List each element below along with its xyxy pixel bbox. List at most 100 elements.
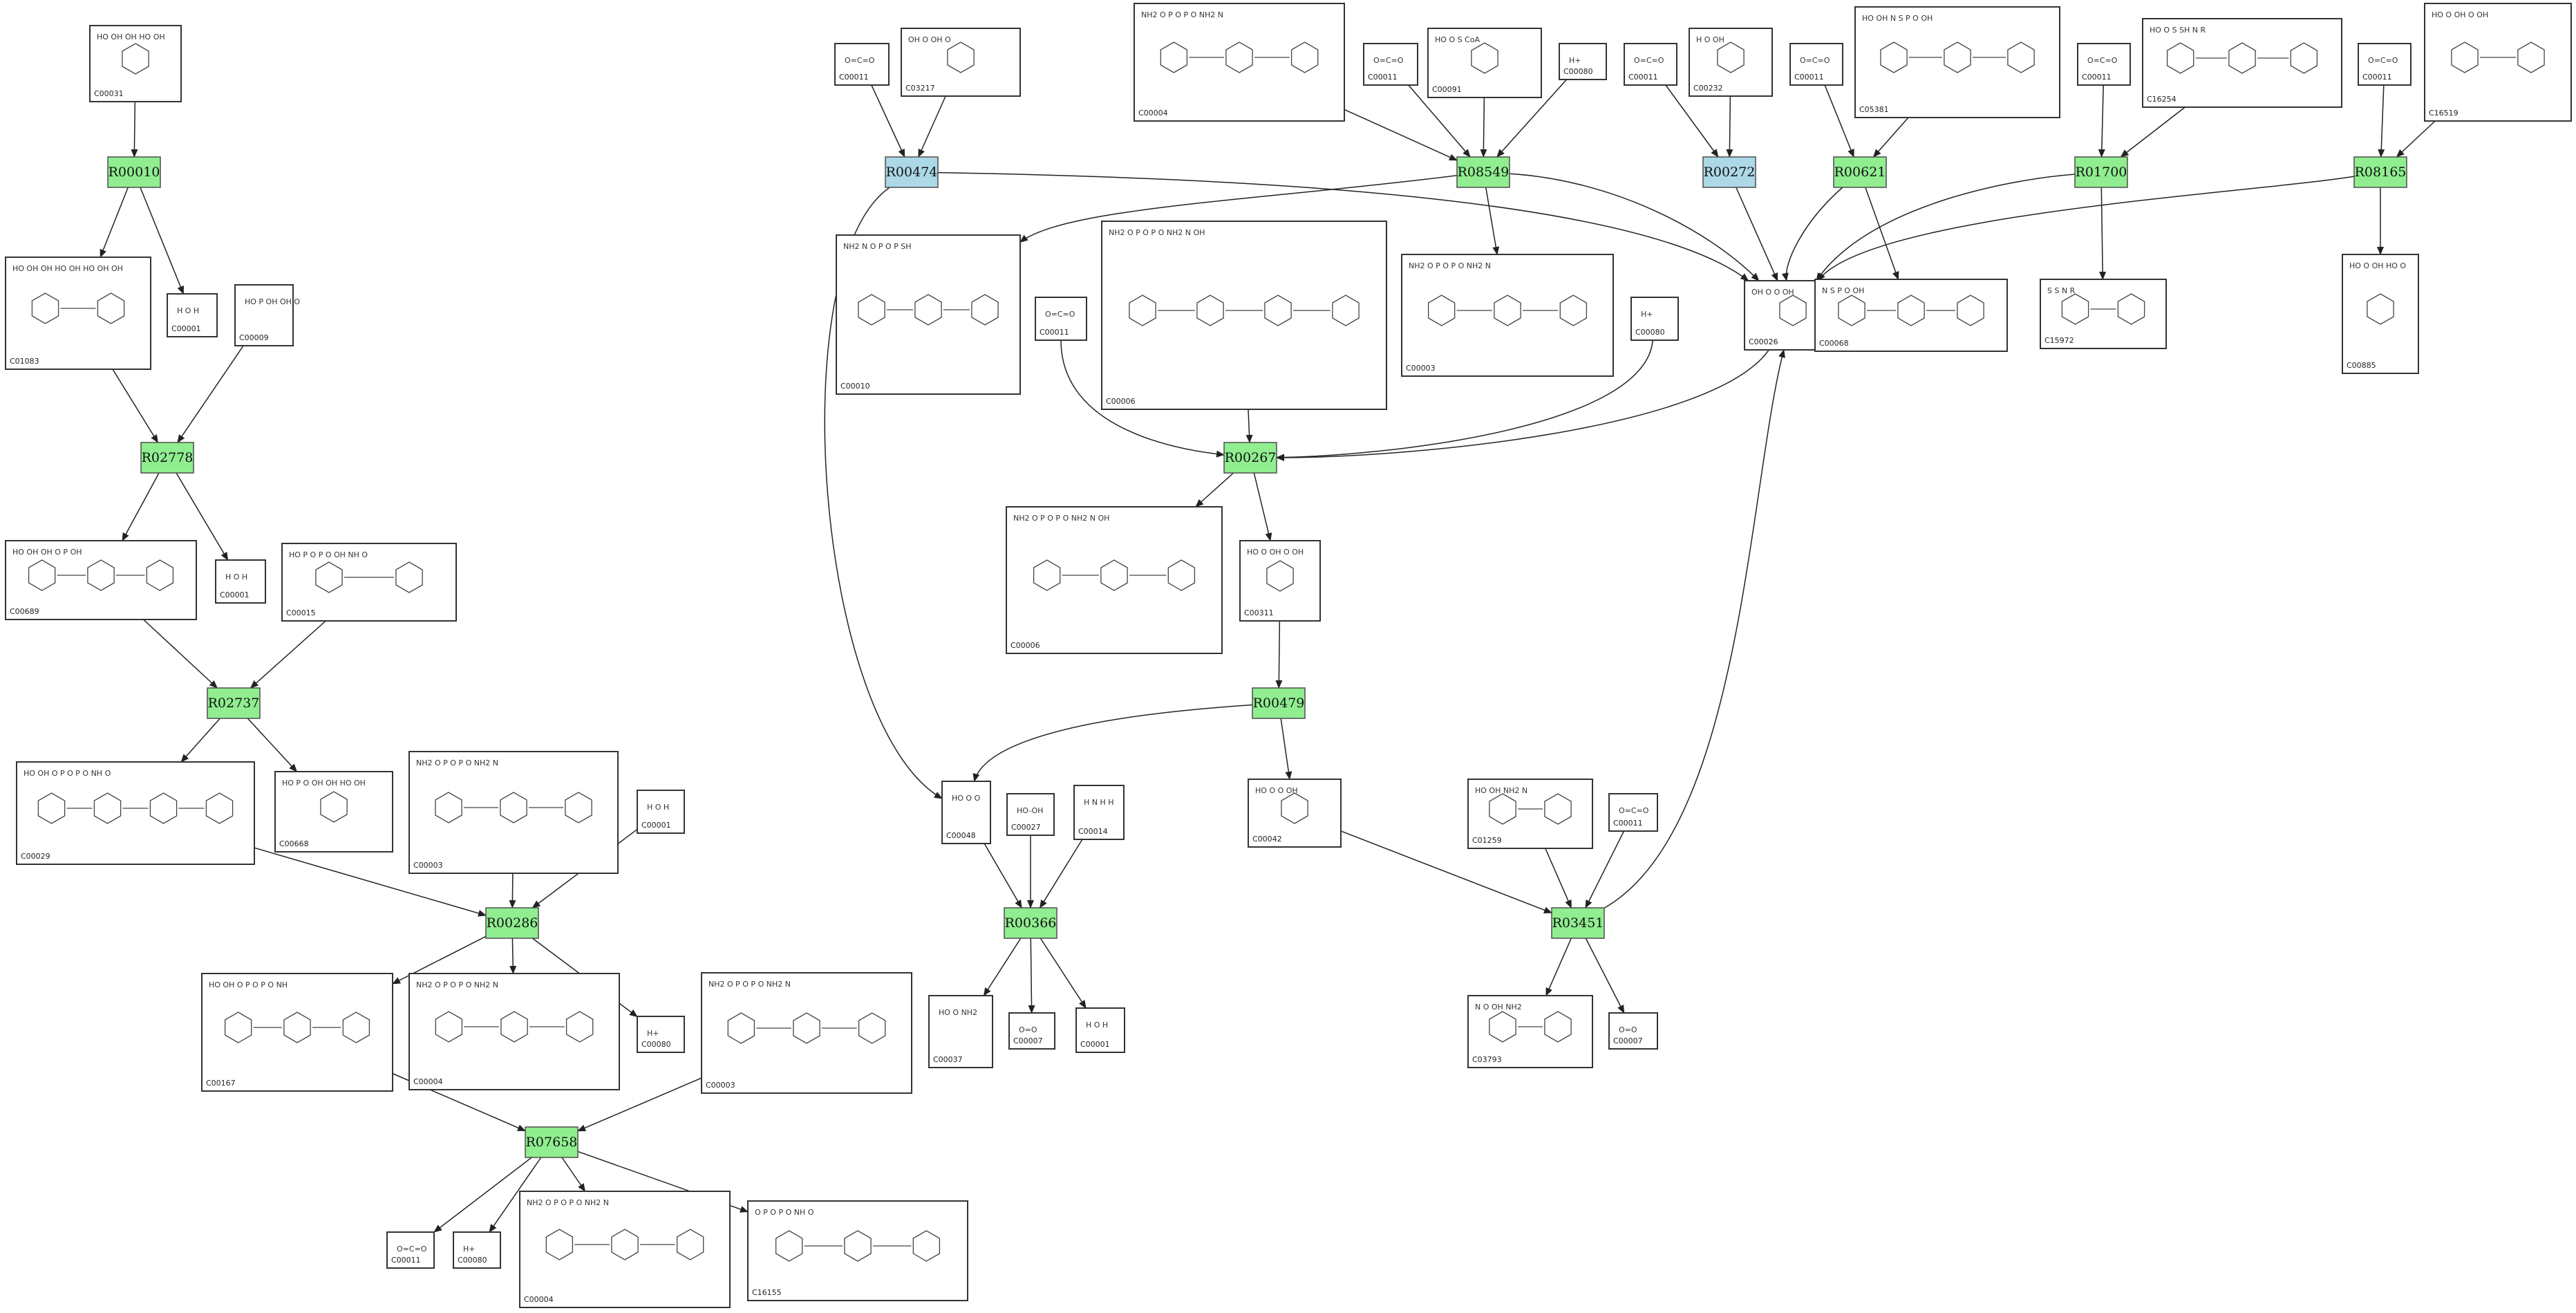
structure-drawing: O=C=O <box>845 56 875 65</box>
structure-atom-labels: HO OH OH HO OH HO OH OH <box>12 264 123 273</box>
compound-id: C00011 <box>1368 73 1398 82</box>
compound-node-c00080d[interactable]: H+C00080 <box>1630 297 1679 341</box>
reaction-node-r00267[interactable]: R00267 <box>1223 442 1277 474</box>
edge-r08549-to-c00003c <box>1485 187 1500 255</box>
ring-shape <box>1957 295 1984 326</box>
edge-r00366-to-c00001d <box>1040 938 1087 1009</box>
structure-drawing: OH O O OH <box>1751 288 1807 326</box>
reaction-node-r00286[interactable]: R00286 <box>485 907 539 939</box>
structure-drawing: HO O OH O OH <box>1247 548 1304 592</box>
reaction-node-r02737[interactable]: R02737 <box>207 687 261 719</box>
compound-node-c00080a[interactable]: H+C00080 <box>637 1016 685 1053</box>
structure-atom-labels: OH O OH O <box>908 35 951 44</box>
compound-id: C01259 <box>1472 836 1502 845</box>
edge-c05381-to-r00621 <box>1872 117 1909 158</box>
reaction-box <box>885 156 939 188</box>
structure-drawing: H+ <box>463 1245 476 1254</box>
structure-drawing: HO P OH OH O <box>245 297 300 306</box>
compound-id: C00011 <box>2362 73 2392 82</box>
reaction-node-r00272[interactable]: R00272 <box>1702 156 1756 188</box>
compound-node-c00014[interactable]: H N H H C00014 <box>1073 785 1125 840</box>
edge-c00011c-to-r08549 <box>1408 84 1471 158</box>
reaction-node-r02778[interactable]: R02778 <box>140 442 194 474</box>
reaction-node-r07658[interactable]: R07658 <box>525 1126 579 1158</box>
compound-id: C00014 <box>1078 827 1108 836</box>
reaction-node-r03451[interactable]: R03451 <box>1551 907 1605 939</box>
compound-box <box>281 543 457 622</box>
structure-drawing: H N H H <box>1084 798 1114 807</box>
reaction-node-r00010[interactable]: R00010 <box>107 156 161 188</box>
ring-shape <box>858 1012 886 1044</box>
reaction-node-r01700[interactable]: R01700 <box>2074 156 2128 188</box>
compound-node-c00080c[interactable]: H+C00080 <box>1559 43 1607 80</box>
compound-box <box>1559 43 1607 80</box>
reaction-node-r08549[interactable]: R08549 <box>1456 156 1510 188</box>
ring-shape <box>1225 41 1253 73</box>
ring-shape <box>611 1229 639 1260</box>
reaction-node-r00479[interactable]: R00479 <box>1252 687 1306 719</box>
reaction-node-r00474[interactable]: R00474 <box>885 156 939 188</box>
structure-atom-labels: HO O O OH <box>1255 786 1298 795</box>
compound-box <box>1073 785 1125 840</box>
compound-box <box>901 28 1021 97</box>
compound-node-c00080b[interactable]: H+C00080 <box>453 1231 501 1269</box>
structure-glyph-text: O=C=O <box>1373 56 1404 65</box>
structure-drawing: O P O P O NH O <box>755 1208 941 1262</box>
reaction-node-r00366[interactable]: R00366 <box>1004 907 1057 939</box>
edge-c16254-to-r01700 <box>2120 106 2185 158</box>
reaction-node-r00621[interactable]: R00621 <box>1833 156 1887 188</box>
reaction-node-r08165[interactable]: R08165 <box>2353 156 2407 188</box>
compound-node-c00011c[interactable]: O=C=O C00011 <box>1363 43 1418 86</box>
ring-shape <box>793 1012 820 1044</box>
edge-r02778-to-c00001b <box>176 472 229 561</box>
